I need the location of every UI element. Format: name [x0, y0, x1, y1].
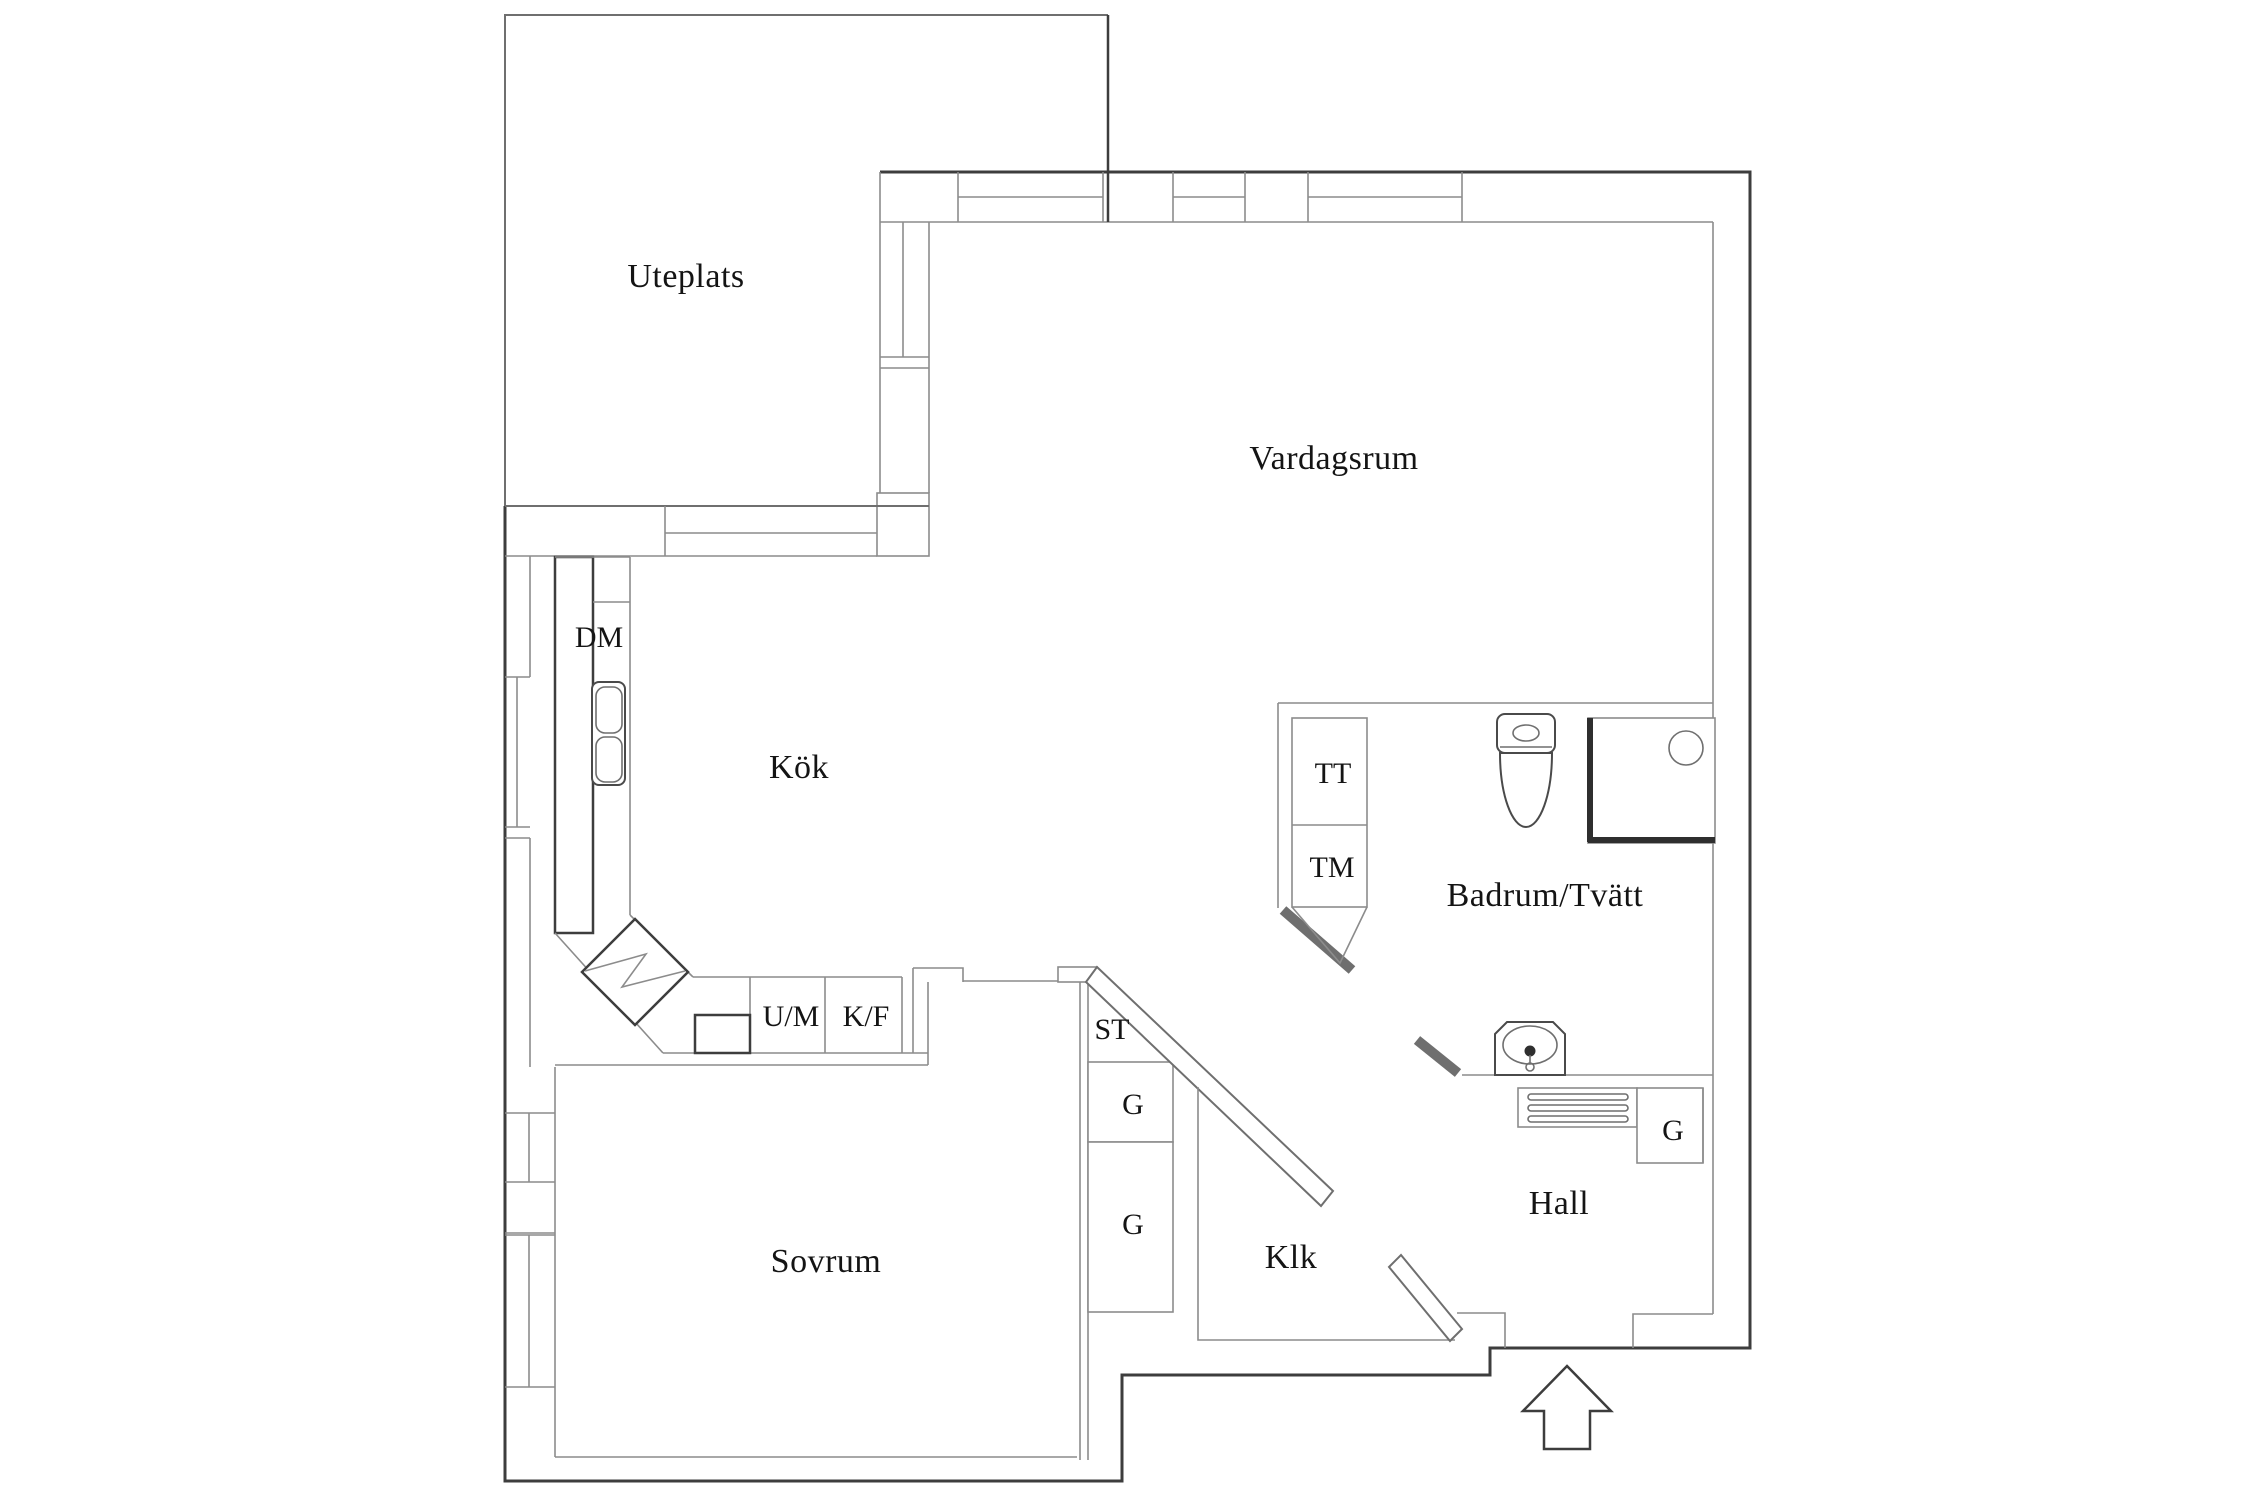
room-label-badrum: Badrum/Tvätt — [1447, 877, 1644, 914]
doormat-grille-icon — [1517, 1087, 1638, 1128]
fixture-label-tm: TM — [1310, 851, 1355, 884]
livingroom-west-wall — [876, 222, 930, 557]
fixture-label-kf: K/F — [843, 1000, 890, 1033]
west-exterior-wall — [505, 556, 556, 1457]
room-label-kok: Kök — [769, 749, 829, 786]
doormat-bar — [1527, 1093, 1629, 1101]
klk-diagonal-wall-upper — [1084, 965, 1335, 1208]
entrance-arrow-icon — [1520, 1364, 1614, 1451]
closet-g-2-box — [1087, 1141, 1174, 1313]
sink-drain-ring — [1525, 1062, 1535, 1072]
room-label-vardagsrum: Vardagsrum — [1249, 440, 1418, 477]
closet-g-1-box — [1087, 1061, 1174, 1143]
oven-box — [693, 1013, 752, 1055]
bathroom-door-jamb-diagonal — [1413, 1036, 1462, 1077]
klk-inner-boundary — [1197, 1087, 1455, 1341]
closet-g-3 — [1636, 1087, 1704, 1164]
closet-label-g-2: G — [1122, 1208, 1144, 1241]
kitchen-wall-stub — [553, 555, 595, 935]
stove — [580, 917, 690, 1027]
building-outer-wall — [503, 170, 1752, 1483]
room-label-hall: Hall — [1529, 1185, 1590, 1222]
bathroom-diagonal-wall — [1279, 906, 1356, 974]
top-wall-band — [879, 172, 1713, 223]
closet-column — [1087, 1061, 1174, 1313]
klk-diagonal-wall-lower — [1387, 1253, 1464, 1343]
fixture-label-dm: DM — [575, 621, 623, 654]
wall-corner-block — [876, 492, 930, 557]
kitchen-sink-bowl — [595, 686, 623, 734]
room-label-uteplats: Uteplats — [627, 258, 744, 295]
bathroom — [1277, 702, 1716, 1077]
sink-faucet — [1524, 1045, 1536, 1057]
doormat-bar — [1527, 1104, 1629, 1112]
kitchen-sink — [591, 681, 626, 786]
shower-icon — [1587, 717, 1716, 844]
hall-sink-icon — [1494, 1021, 1566, 1076]
laundry-cabinet-box — [1291, 717, 1368, 908]
room-label-klk: Klk — [1265, 1239, 1318, 1276]
kitchen-counter-west — [553, 555, 694, 1054]
patio-wall — [504, 14, 1108, 506]
sink-basin — [1502, 1025, 1558, 1065]
toilet-bowl — [1498, 752, 1554, 829]
fixture-label-um: U/M — [763, 1000, 820, 1033]
fixture-label-tt: TT — [1315, 757, 1352, 790]
toilet-icon — [1496, 713, 1556, 829]
kitchen-sink-bowl — [595, 736, 623, 783]
stove-lightning-icon — [584, 952, 686, 989]
laundry-cabinet — [1291, 717, 1368, 965]
toilet-lid-button — [1512, 724, 1540, 742]
doormat-bar — [1527, 1115, 1629, 1123]
fixture-label-st: ST — [1094, 1013, 1129, 1046]
kitchen-north-wall — [505, 505, 929, 557]
laundry-cabinet-chevron — [1291, 906, 1368, 965]
shower-drain — [1668, 730, 1704, 766]
entry-jamb-right — [1632, 1313, 1713, 1348]
hall-fixtures — [1494, 1021, 1704, 1164]
wall-jamb — [913, 967, 964, 982]
room-label-sovrum: Sovrum — [771, 1243, 882, 1280]
kitchen-counter-south — [663, 966, 1098, 1065]
labels: Uteplats Vardagsrum Kök Badrum/Tvätt Sov… — [575, 258, 1684, 1280]
closet-label-g-3: G — [1662, 1114, 1684, 1147]
stove-outline — [580, 917, 690, 1027]
entrance-walls — [1457, 1312, 1713, 1451]
shower-tray — [1587, 717, 1716, 844]
klk-walls — [1084, 965, 1464, 1343]
closet-g-3-box — [1636, 1087, 1704, 1164]
patio-outline — [504, 14, 1110, 506]
closet-label-g-1: G — [1122, 1088, 1144, 1121]
entry-jamb-left — [1457, 1312, 1506, 1348]
